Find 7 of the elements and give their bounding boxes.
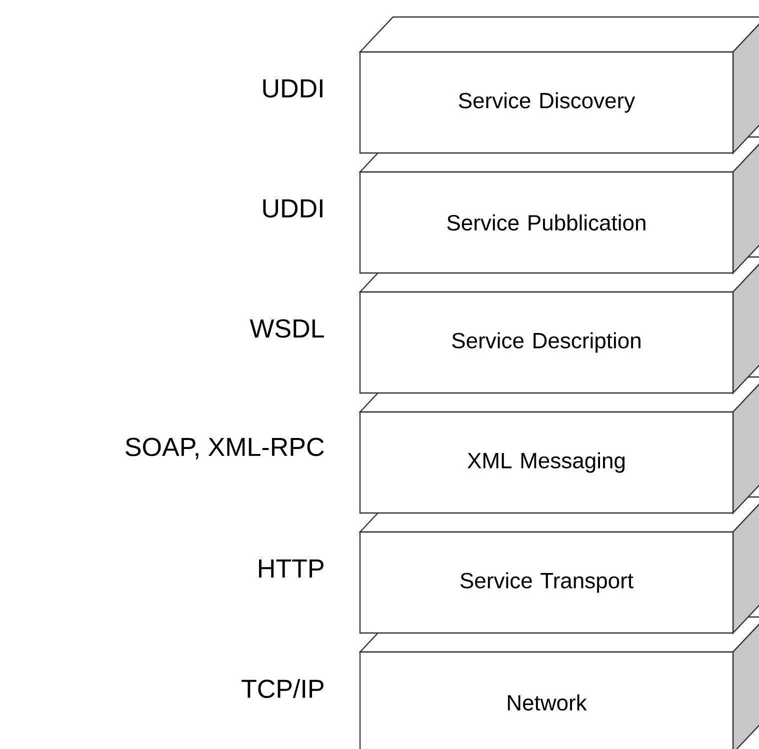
node-label: Network bbox=[508, 694, 587, 711]
protocol-label: TCP/IP bbox=[242, 678, 324, 698]
protocol-label: UDDI bbox=[263, 199, 322, 218]
protocol-label: WSDL bbox=[250, 319, 324, 338]
protocol-label: UDDI bbox=[263, 79, 322, 98]
protocol-label: HTTP bbox=[259, 560, 324, 578]
protocol-label: SOAP, XML-RPC bbox=[126, 438, 324, 460]
